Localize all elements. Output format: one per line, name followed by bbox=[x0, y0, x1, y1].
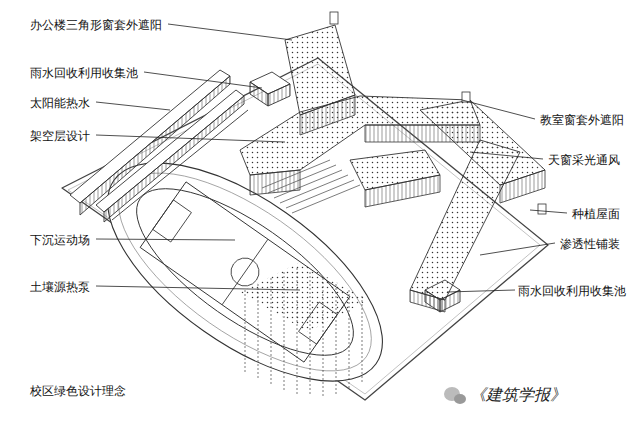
leader-lines bbox=[96, 24, 567, 292]
figure-caption: 校区绿色设计理念 bbox=[30, 384, 126, 398]
callout-label: 下沉运动场 bbox=[30, 233, 90, 247]
callout-label: 办公楼三角形窗套外遮阳 bbox=[30, 18, 162, 32]
building-roofs bbox=[240, 25, 545, 300]
callout-label: 雨水回收利用收集池 bbox=[518, 284, 626, 298]
roof-details bbox=[330, 12, 546, 214]
callout-label: 架空层设计 bbox=[30, 129, 90, 143]
heat-pump-field bbox=[240, 262, 368, 332]
callout-label: 渗透性铺装 bbox=[560, 237, 620, 251]
solar-buildings bbox=[70, 70, 248, 222]
wechat-icon bbox=[444, 387, 466, 404]
callout-label: 雨水回收利用收集池 bbox=[30, 66, 138, 80]
callout-label: 教室窗套外遮阳 bbox=[540, 113, 624, 127]
callout-label: 种植屋面 bbox=[572, 207, 620, 221]
rain-tank bbox=[250, 72, 290, 106]
callout-label: 太阳能热水 bbox=[30, 96, 90, 110]
watermark: 《建筑学报》 bbox=[470, 386, 566, 404]
callout-label: 天窗采光通风 bbox=[548, 153, 620, 167]
callout-label: 土壤源热泵 bbox=[30, 280, 90, 294]
